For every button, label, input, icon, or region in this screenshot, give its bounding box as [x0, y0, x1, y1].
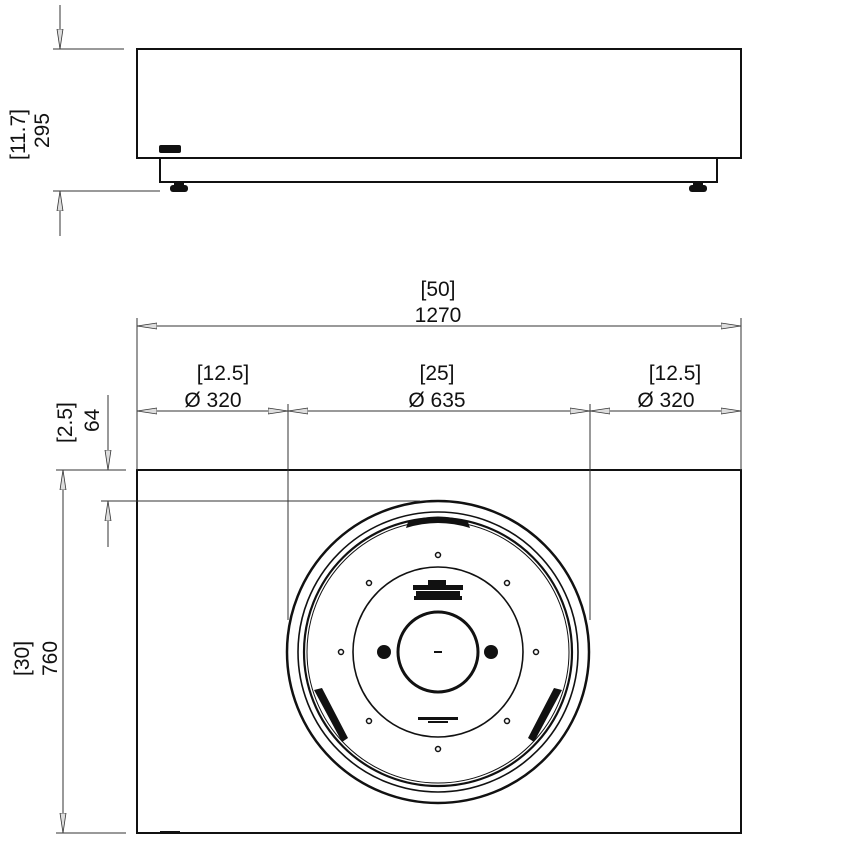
height-dimension — [53, 5, 160, 236]
height-in-label: [11.7] — [7, 109, 30, 160]
offset-mm-label: 64 — [81, 408, 104, 432]
side-plinth — [159, 157, 718, 183]
top-view — [56, 318, 742, 834]
burner — [285, 499, 591, 805]
left-margin-in-label: [12.5] — [196, 362, 250, 385]
depth-in-label: [30] — [11, 640, 34, 676]
mounting-holes — [337, 551, 540, 753]
right-margin-mm-label: Ø 320 — [637, 389, 695, 412]
left-margin-mm-label: Ø 320 — [184, 389, 242, 412]
side-body — [136, 48, 742, 159]
offset-dimension — [101, 395, 420, 547]
right-margin-in-label: [12.5] — [648, 362, 702, 385]
burner-details — [314, 516, 562, 742]
burner-diameter-in-label: [25] — [419, 362, 455, 385]
foot-left — [170, 181, 188, 192]
offset-in-label: [2.5] — [54, 402, 77, 443]
segment-dimensions — [137, 404, 741, 620]
side-view — [53, 5, 742, 236]
foot-right — [689, 181, 707, 192]
control-tab-top — [160, 831, 180, 834]
top-body — [136, 469, 742, 834]
burner-diameter-mm-label: Ø 635 — [408, 389, 466, 412]
width-in-label: [50] — [420, 278, 456, 301]
width-dimension — [136, 318, 742, 470]
height-mm-label: 295 — [31, 112, 54, 148]
control-tab — [159, 145, 181, 153]
width-mm-label: 1270 — [414, 304, 462, 327]
depth-dimension — [56, 469, 126, 834]
depth-mm-label: 760 — [39, 640, 62, 676]
